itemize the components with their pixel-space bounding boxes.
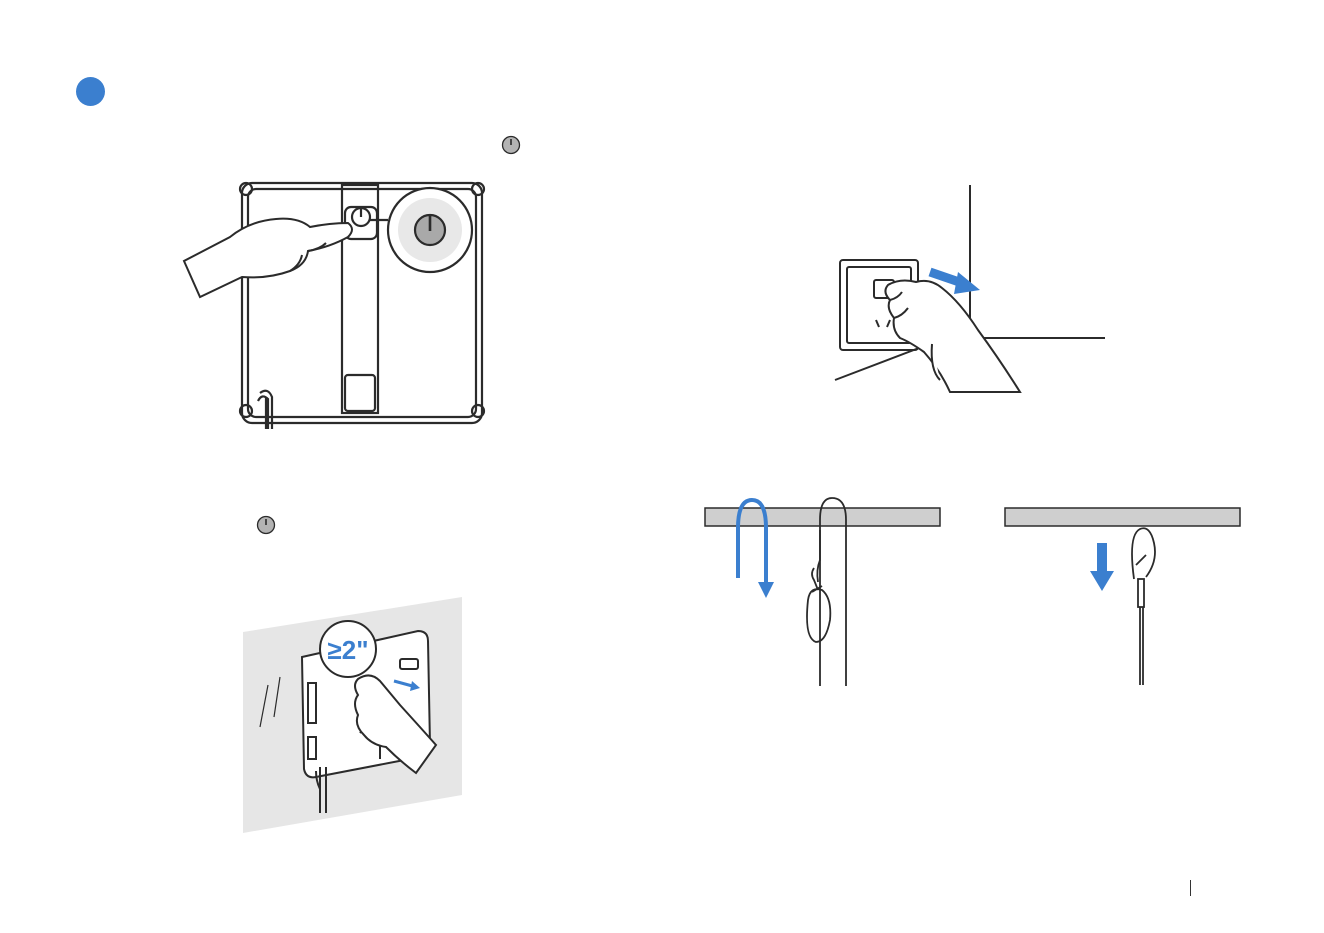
unplug-adapter-illustration <box>830 180 1115 395</box>
clearance-label: ≥2" <box>327 635 368 665</box>
remove-robot-illustration: ≥2" <box>240 595 465 835</box>
power-button-icon <box>501 135 521 155</box>
carabiner-clip-illustration <box>1000 505 1245 690</box>
press-power-illustration <box>180 175 490 440</box>
power-button-icon <box>256 515 276 535</box>
rope-loop-illustration <box>700 490 945 690</box>
page-divider <box>1190 880 1191 896</box>
step-number-icon <box>76 77 105 106</box>
